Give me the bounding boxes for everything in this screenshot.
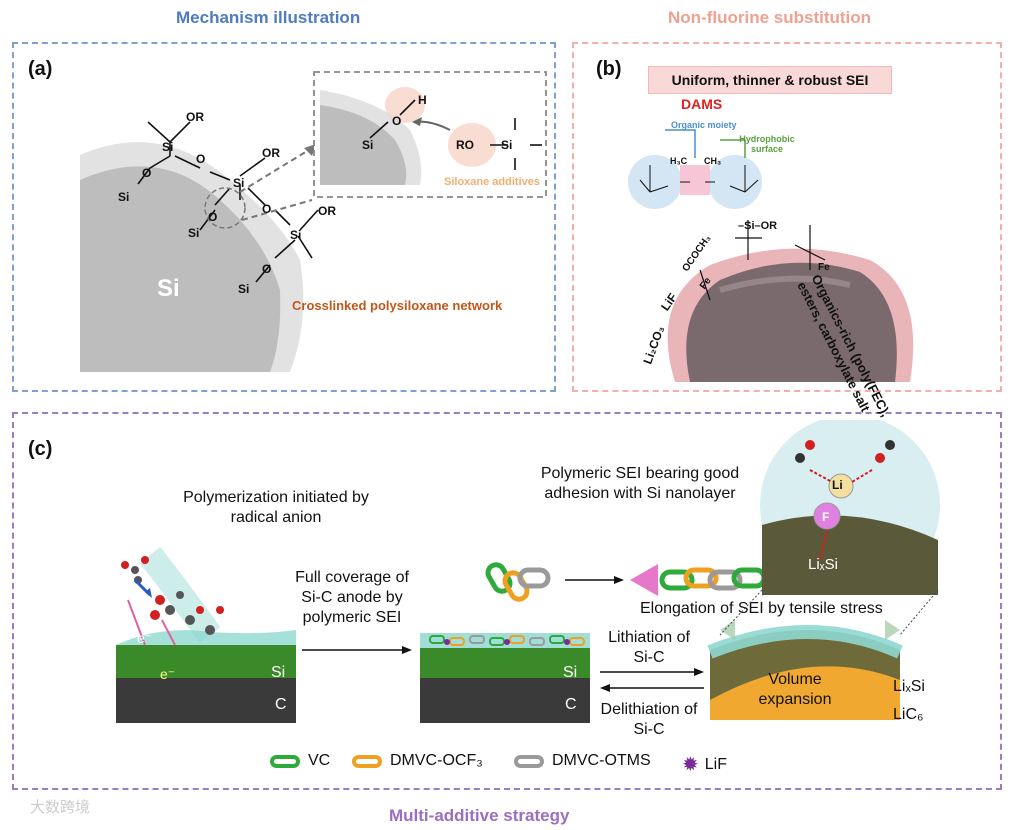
si-layer-label-2: Si [563, 664, 578, 681]
panel-c-label: (c) [28, 438, 53, 460]
vc-swatch [270, 754, 300, 768]
si-atom-4: Si [188, 226, 200, 240]
legend-lif-label: LiF [704, 755, 727, 773]
lic6-label: LiC₆ [893, 706, 924, 723]
legend-dmvc-ocf3: DMVC-OCF₃ [352, 752, 483, 770]
lif-swatch: ✹ [682, 754, 699, 776]
panel-b-graphic [628, 129, 914, 382]
siloxane-additives-label: Siloxane additives [444, 176, 540, 188]
polymeric-sei-label: Polymeric SEI bearing good adhesion with… [540, 465, 740, 502]
si-or-label: –Si–OR [738, 220, 778, 232]
volume-expansion-label: Volume expansion [758, 671, 832, 708]
legend-dmvc-otms: DMVC-OTMS [514, 752, 651, 770]
or-group-3: OR [318, 204, 336, 218]
ro-group: RO [456, 138, 474, 152]
panel-b-frame [572, 42, 1002, 392]
panel-a-graphic [80, 71, 547, 372]
c-layer-label-1: C [275, 696, 287, 713]
organic-moiety-label: Organic moiety [671, 120, 737, 130]
watermark: 大数跨境 [30, 799, 91, 816]
fe-label-2: Fe [818, 262, 830, 273]
si-atom-5: Si [290, 228, 302, 242]
delithiation-label: Delithiation of Si-C [600, 701, 698, 738]
h3c-label: H₃C [670, 156, 688, 166]
legend-vc-label: VC [308, 752, 331, 769]
si-particle [80, 166, 281, 372]
si-atom-2: Si [118, 190, 130, 204]
si-layer-label-1: Si [271, 664, 286, 681]
lixsi-label: LiₓSi [893, 678, 925, 695]
o-atom-2: O [142, 166, 152, 180]
dmvc-otms-swatch [514, 754, 544, 768]
or-group-1: OR [186, 110, 204, 124]
si-atom-3: Si [233, 176, 245, 190]
si-atom-additive: Si [501, 138, 513, 152]
h-atom: H [418, 93, 427, 107]
ch3-label: CH₃ [704, 156, 722, 166]
si-core [686, 262, 897, 382]
panel-c-graphic [116, 420, 940, 723]
e-label-1: e⁻ [137, 630, 153, 646]
nonfluorine-title: Non-fluorine substitution [668, 8, 872, 27]
legend-dmvc-otms-label: DMVC-OTMS [552, 752, 651, 769]
legend-vc: VC [270, 752, 330, 770]
o-atom-zoom: O [392, 114, 402, 128]
polymerization-label: Polymerization initiated by radical anio… [183, 489, 369, 526]
c-layer-label-2: C [565, 696, 577, 713]
lixsi-zoom-label: LiₓSi [808, 556, 838, 573]
sei-banner: Uniform, thinner & robust SEI [648, 66, 892, 94]
mechanism-title: Mechanism illustration [176, 8, 361, 27]
o-atom-1: O [196, 152, 206, 166]
f-atom-label: F [822, 510, 830, 524]
full-coverage-label: Full coverage of Si-C anode by polymeric… [295, 569, 409, 626]
elongation-label: Elongation of SEI by tensile stress [640, 600, 883, 617]
si-atom-6: Si [238, 282, 250, 296]
panel-a-frame [12, 42, 556, 392]
o-atom-4: O [262, 202, 272, 216]
panel-b-label: (b) [596, 58, 622, 80]
legend-lif: ✹ LiF [682, 752, 727, 777]
si-atom-1: Si [162, 140, 174, 154]
multiadditive-title: Multi-additive strategy [389, 806, 570, 825]
si-large-label: Si [157, 275, 180, 302]
hydrophobic-label: Hydrophobic surface [739, 134, 795, 154]
o-atom-5: O [262, 262, 272, 276]
panel-a-label: (a) [28, 58, 53, 80]
legend-dmvc-ocf3-label: DMVC-OCF₃ [390, 752, 483, 769]
panel-c-frame [12, 412, 1002, 790]
or-group-2: OR [262, 146, 280, 160]
dams-label: DAMS [681, 96, 723, 112]
o-atom-3: O [208, 210, 218, 224]
si-atom-zoom: Si [362, 138, 374, 152]
e-label-2: e⁻ [160, 666, 176, 682]
lithiation-label: Lithiation of Si-C [608, 629, 690, 666]
li-atom-label: Li [832, 478, 843, 492]
dmvc-ocf3-swatch [352, 754, 382, 768]
network-label: Crosslinked polysiloxane network [292, 298, 503, 313]
